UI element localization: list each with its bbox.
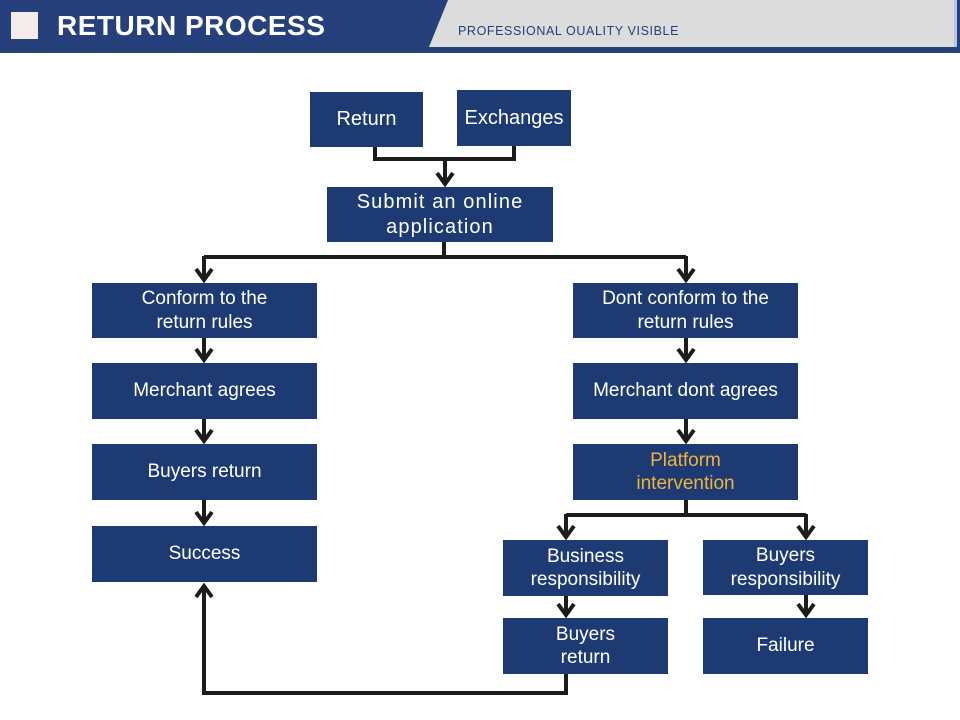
node-buyers-return-2: Buyers return xyxy=(503,618,668,674)
node-label: Buyers return xyxy=(555,623,616,668)
node-label: Business responsibility xyxy=(530,545,641,590)
node-merchant-agrees: Merchant agrees xyxy=(92,363,317,419)
node-label: Exchanges xyxy=(464,106,564,129)
node-merchant-dont-agrees: Merchant dont agrees xyxy=(573,363,798,419)
node-label: Return xyxy=(336,108,397,131)
ribbon-edge-decoration xyxy=(954,0,957,47)
node-label: Failure xyxy=(756,635,815,657)
node-exchanges: Exchanges xyxy=(457,90,571,146)
page-title: RETURN PROCESS xyxy=(57,10,326,41)
connector-loop-to-success xyxy=(194,582,568,695)
header-ribbon: PROFESSIONAL OUALITY VISIBLE xyxy=(429,0,954,47)
connector-merge-bracket xyxy=(373,146,516,161)
node-dont-conform-rules: Dont conform to the return rules xyxy=(573,283,798,338)
node-label: Success xyxy=(168,543,241,565)
node-label: Dont conform to the return rules xyxy=(602,288,769,333)
node-platform-intervention: Platform intervention xyxy=(573,444,798,500)
flowchart: Return Exchanges Submit an online applic… xyxy=(0,53,960,720)
node-business-responsibility: Business responsibility xyxy=(503,540,668,596)
node-label: Merchant dont agrees xyxy=(593,380,778,402)
node-label: Platform intervention xyxy=(636,449,735,494)
node-label: Conform to the return rules xyxy=(141,288,268,333)
node-conform-rules: Conform to the return rules xyxy=(92,283,317,338)
header-square-decoration xyxy=(11,12,38,39)
node-success: Success xyxy=(92,526,317,582)
node-label: Merchant agrees xyxy=(133,380,276,402)
node-buyers-return: Buyers return xyxy=(92,444,317,500)
node-return: Return xyxy=(310,92,423,147)
node-failure: Failure xyxy=(703,618,868,674)
header-subtitle: PROFESSIONAL OUALITY VISIBLE xyxy=(458,24,680,38)
node-label: Buyers return xyxy=(147,461,262,483)
node-submit-application: Submit an online application xyxy=(327,187,553,242)
header-bar: RETURN PROCESS PROFESSIONAL OUALITY VISI… xyxy=(0,0,960,53)
node-buyers-responsibility: Buyers responsibility xyxy=(703,540,868,595)
node-label: Submit an online application xyxy=(356,191,524,238)
node-label: Buyers responsibility xyxy=(730,545,841,590)
